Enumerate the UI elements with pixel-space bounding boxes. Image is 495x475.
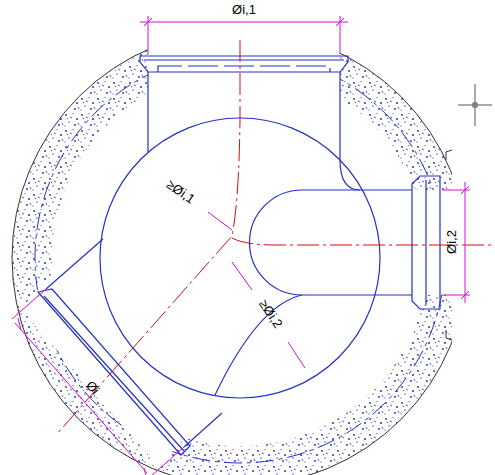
dimension-lines (12, 16, 470, 475)
top-opening (148, 26, 340, 166)
dimension-label: Øi,2 (445, 229, 459, 255)
left-pipe (38, 239, 222, 455)
dimension-label: Øi,1 (231, 3, 257, 17)
crosshair-symbol (458, 84, 492, 126)
right-pipe (215, 176, 440, 395)
centre-line (56, 40, 495, 435)
top-pipe (140, 56, 360, 190)
right-opening (300, 190, 455, 295)
shaft-wall (100, 118, 380, 398)
left-opening (21, 153, 295, 467)
